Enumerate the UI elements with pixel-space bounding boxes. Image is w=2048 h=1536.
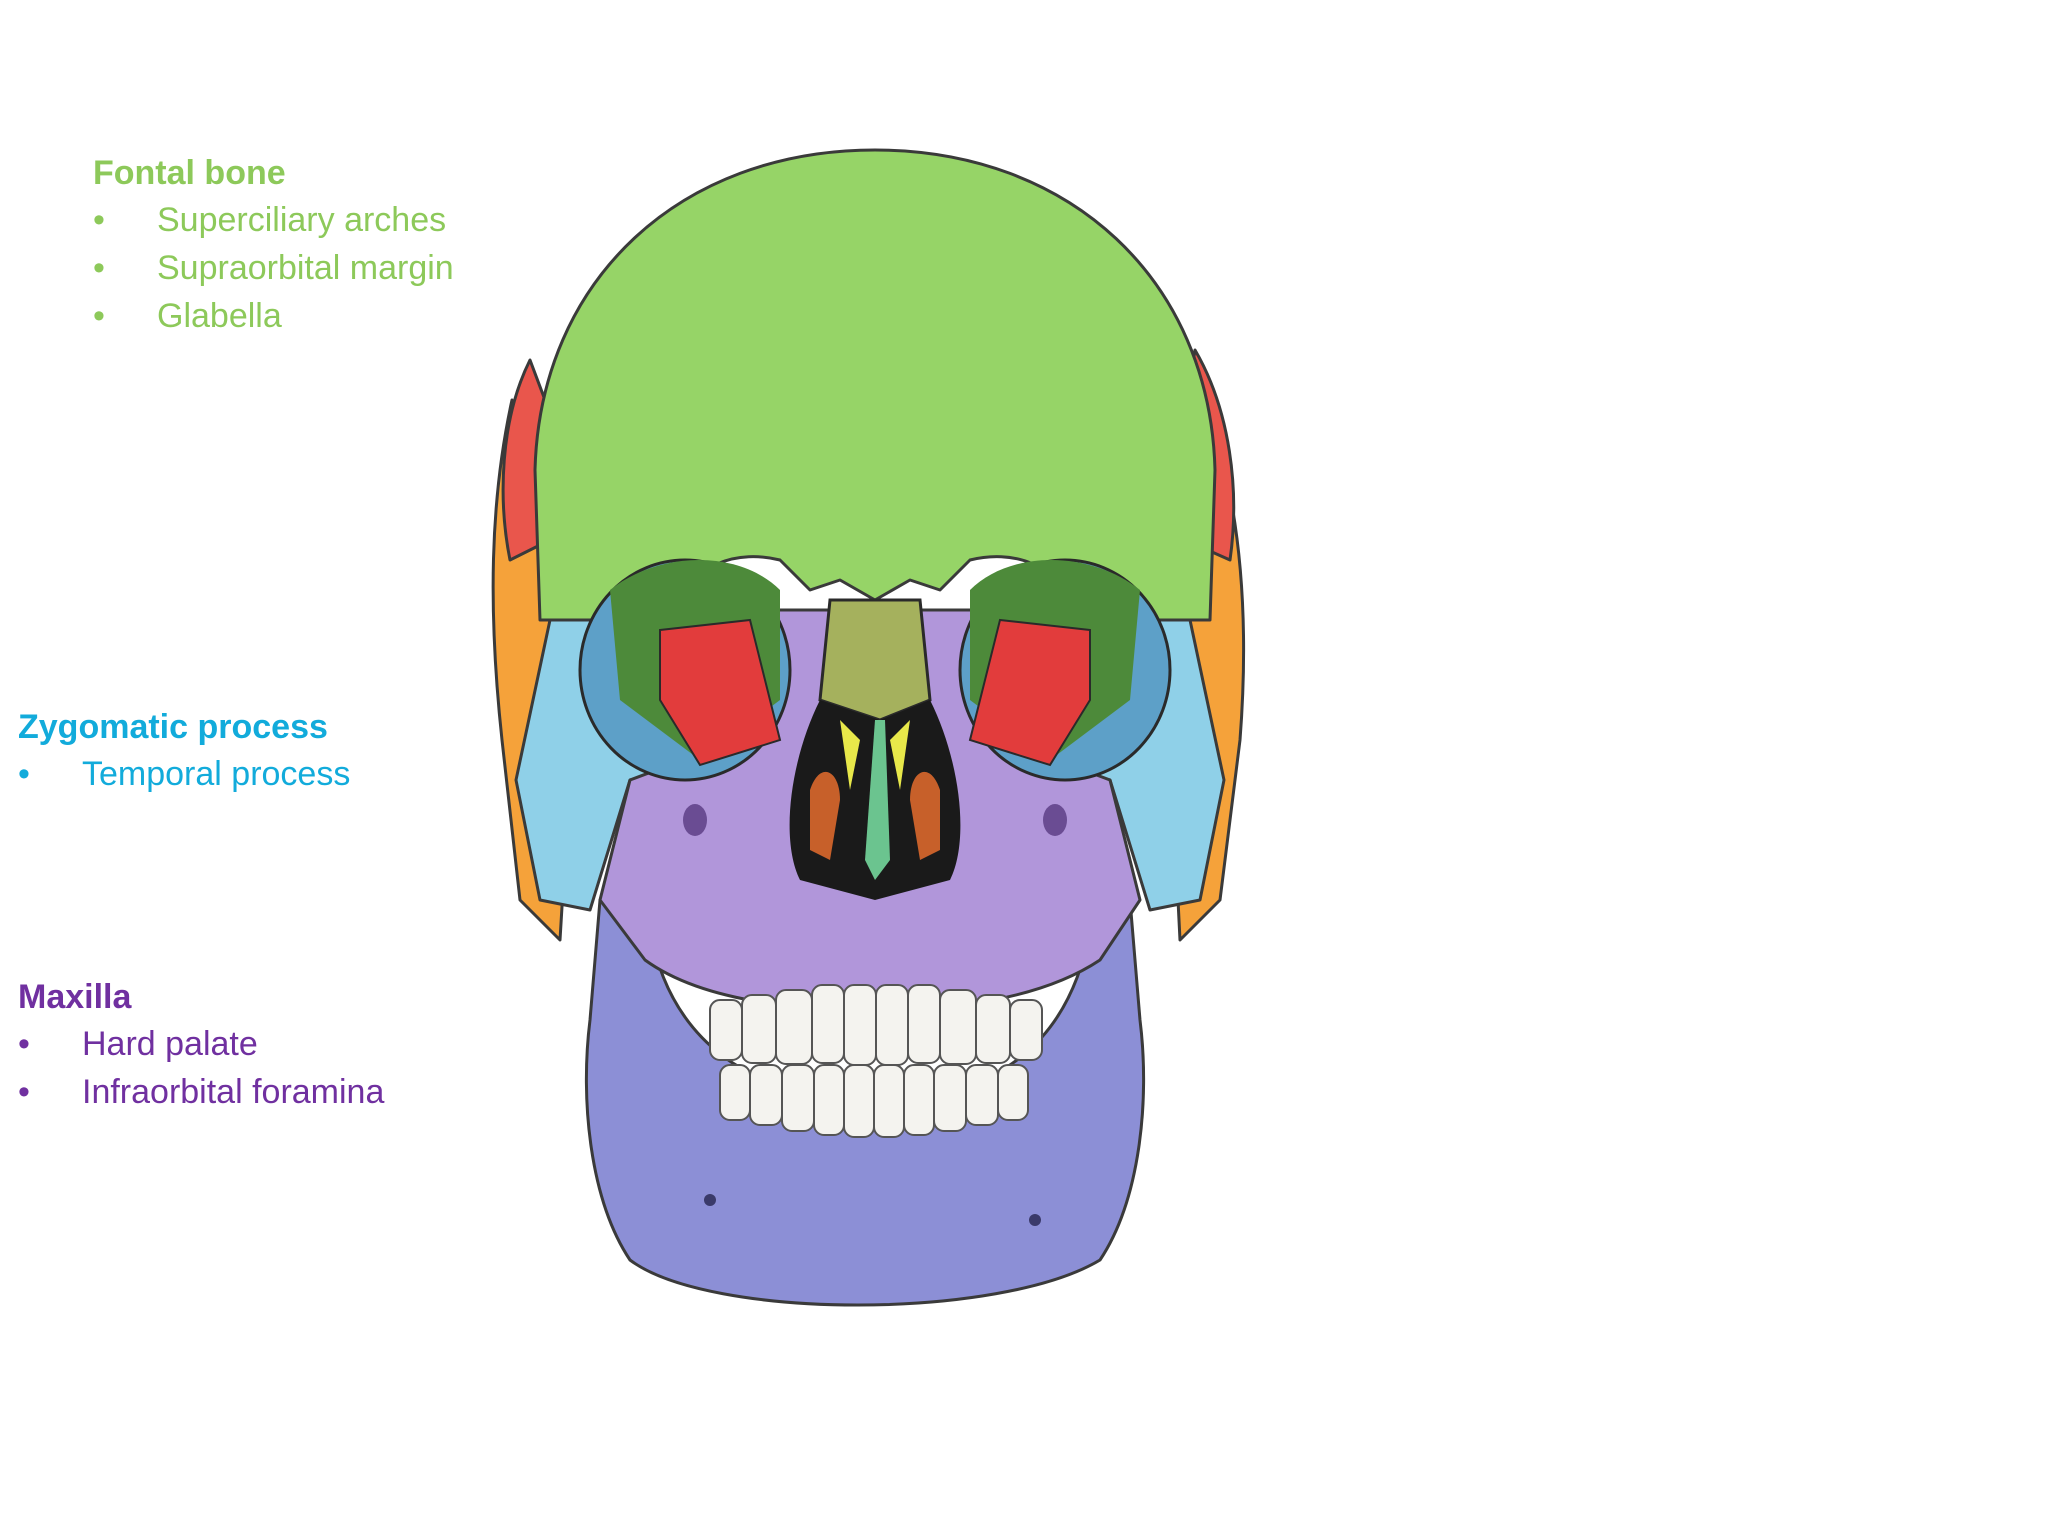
nasal-bone: [818, 598, 932, 722]
maxilla-list: Hard palate Infraorbital foramina: [18, 1020, 384, 1116]
frontal-bone-title: Fontal bone: [93, 154, 286, 192]
list-item-infraorbital-foramina: Infraorbital foramina: [18, 1068, 384, 1116]
nasal-cavity: [789, 700, 961, 900]
infraorbital-foramen-left: [683, 804, 707, 836]
list-item-glabella: Glabella: [93, 292, 454, 340]
zygomatic-process-label-group: Zygomatic process Temporal process: [18, 704, 350, 798]
list-item-superciliary-arches: Superciliary arches: [93, 196, 454, 244]
frontal-bone-list: Superciliary arches Supraorbital margin …: [93, 196, 454, 340]
frontal-bone-label-group: Fontal bone Superciliary arches Supraorb…: [93, 150, 454, 340]
maxilla-label-group: Maxilla Hard palate Infraorbital foramin…: [18, 974, 384, 1116]
maxilla-title: Maxilla: [18, 978, 132, 1016]
infraorbital-foramen-right: [1043, 804, 1067, 836]
teeth: [709, 984, 1043, 1138]
skull-illustration: [491, 148, 1246, 1307]
left-orbit: [578, 558, 792, 782]
frontal-bone: [533, 148, 1217, 622]
mental-foramen-left: [704, 1194, 716, 1206]
right-orbit: [958, 558, 1172, 782]
list-item-hard-palate: Hard palate: [18, 1020, 384, 1068]
zygomatic-process-title: Zygomatic process: [18, 708, 328, 746]
list-item-temporal-process: Temporal process: [18, 750, 350, 798]
zygomatic-process-list: Temporal process: [18, 750, 350, 798]
list-item-supraorbital-margin: Supraorbital margin: [93, 244, 454, 292]
mental-foramen-right: [1029, 1214, 1041, 1226]
